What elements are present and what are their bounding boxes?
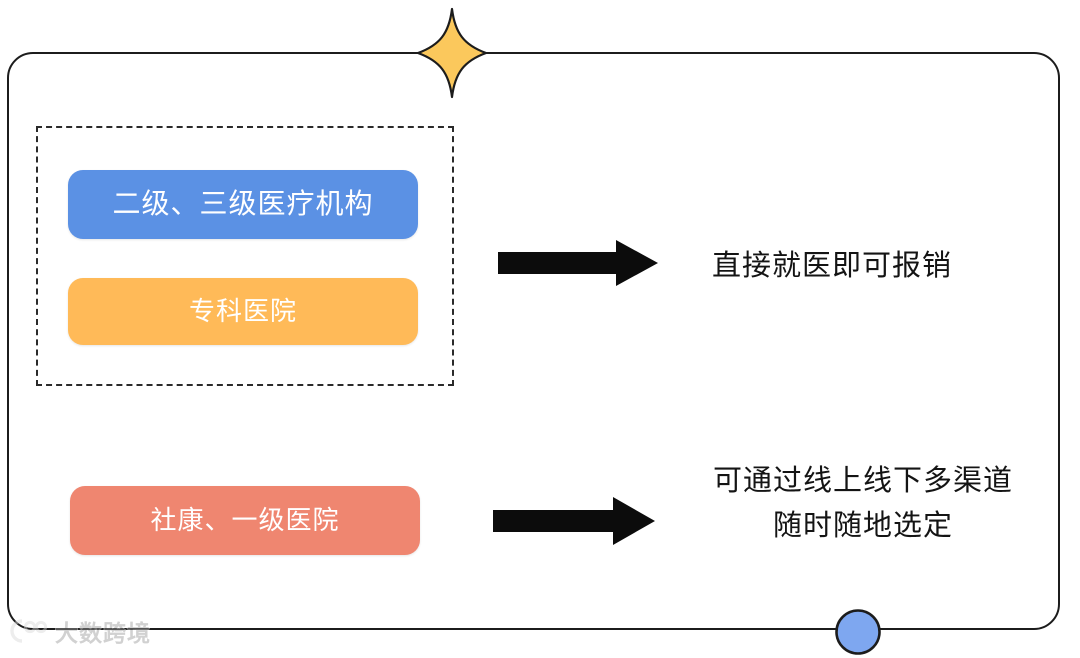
grouped-institutions-dashed-box — [36, 126, 454, 386]
watermark-text: 大数跨境 — [55, 620, 151, 646]
sparkle-star-icon — [416, 7, 488, 99]
box-label-community-health: 社康、一级医院 — [150, 505, 340, 536]
watermark: 大数跨境 — [8, 614, 151, 648]
box-specialty-hospital[interactable]: 专科医院 — [68, 278, 418, 345]
box-tier-2-3-medical-institutions[interactable]: 二级、三级医疗机构 — [68, 170, 418, 239]
box-label-specialty-hospital: 专科医院 — [188, 296, 297, 327]
flow-note-text-1: 直接就医即可报销 — [712, 250, 953, 282]
bottom-accent-circle-icon — [835, 609, 881, 655]
flow-note-text-2-line2: 随时随地选定 — [772, 509, 953, 542]
watermark-logo-icon — [10, 619, 48, 643]
flow-note-multichannel-selection: 可通过线上线下多渠道 随时随地选定 — [688, 459, 1038, 549]
flow-arrow-right-icon-1 — [498, 240, 658, 286]
outer-frame — [7, 52, 1060, 630]
flow-arrow-right-icon-2 — [493, 497, 655, 545]
flow-note-direct-reimbursement: 直接就医即可报销 — [712, 244, 952, 289]
flow-note-text-2-line1: 可通过线上线下多渠道 — [712, 465, 1013, 497]
box-label-tier-2-3: 二级、三级医疗机构 — [112, 188, 374, 220]
box-community-health-tier-1-hospital[interactable]: 社康、一级医院 — [70, 486, 420, 555]
